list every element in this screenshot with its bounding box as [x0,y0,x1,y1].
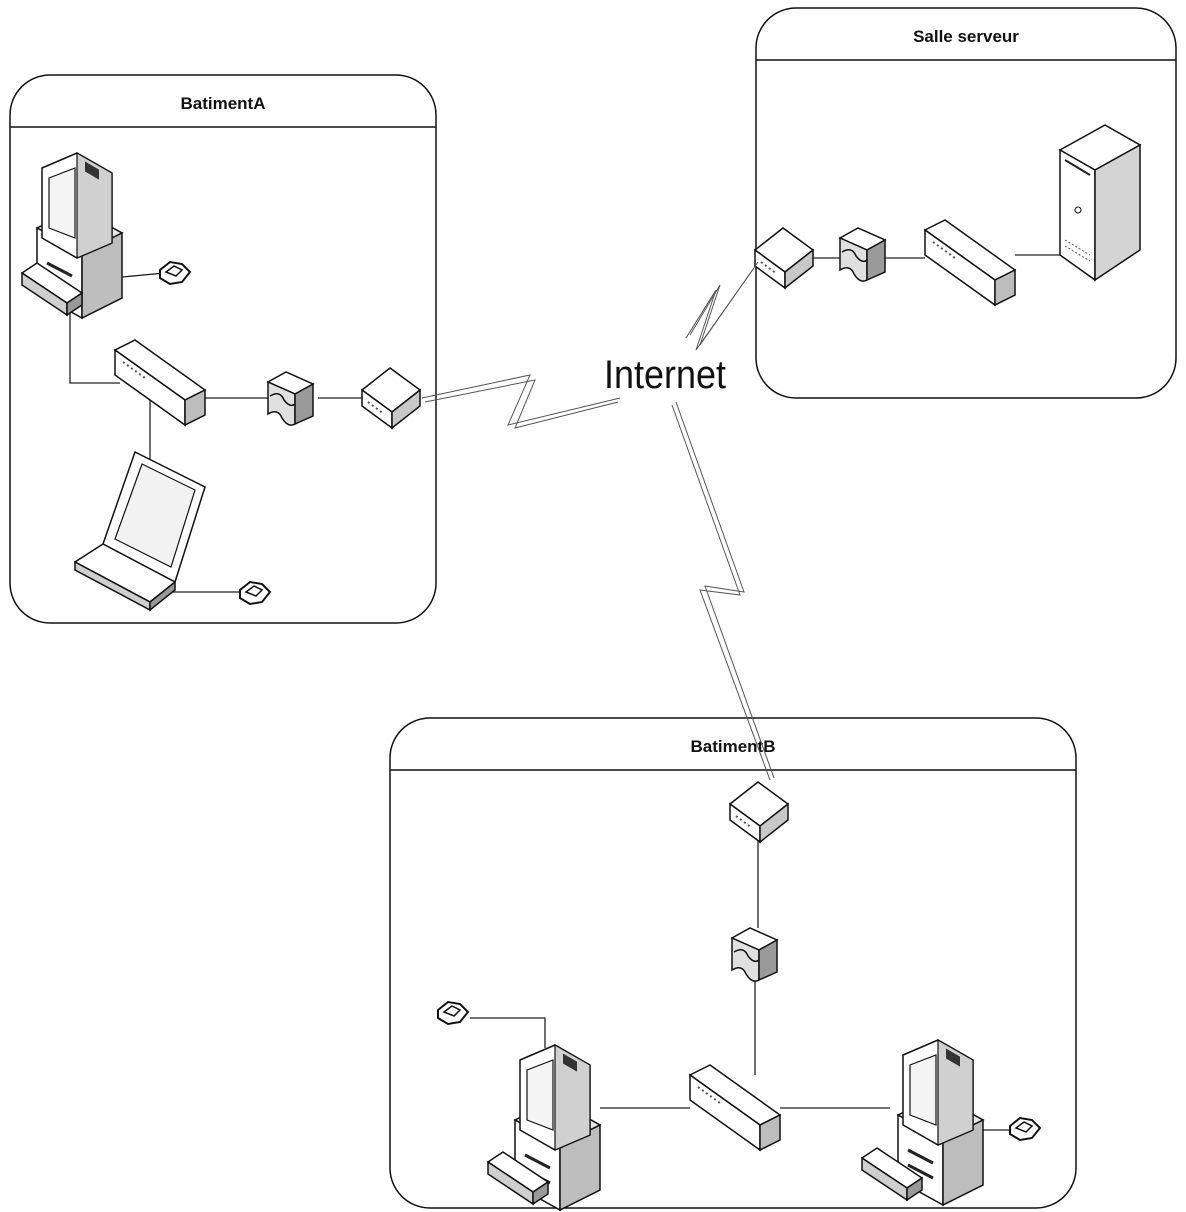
switch-icon [924,219,1016,306]
zone-title-batiment-a: BatimentA [180,94,265,113]
server-icon [1059,124,1141,281]
router-icon [839,227,886,282]
switch-icon [689,1064,781,1151]
internet-label: Internet [604,353,726,397]
modem-icon [361,367,421,429]
zone-batiment-b: BatimentB [389,717,1077,1212]
zone-batiment-a: BatimentA [9,74,437,624]
router-icon [267,371,314,426]
modem-icon [729,781,789,843]
network-outlet-icon [437,1001,469,1025]
switch-icon [114,339,206,426]
router-icon [731,927,778,982]
zone-salle-serveur: Salle serveur [754,7,1177,399]
network-outlet-icon [159,261,191,285]
wan-links [421,261,775,781]
modem-icon [754,227,814,289]
network-outlet-icon [1009,1117,1041,1141]
zone-title-salle-serveur: Salle serveur [913,27,1019,46]
network-outlet-icon [239,581,271,605]
zone-title-batiment-b: BatimentB [690,737,775,756]
laptop-icon [74,451,206,611]
